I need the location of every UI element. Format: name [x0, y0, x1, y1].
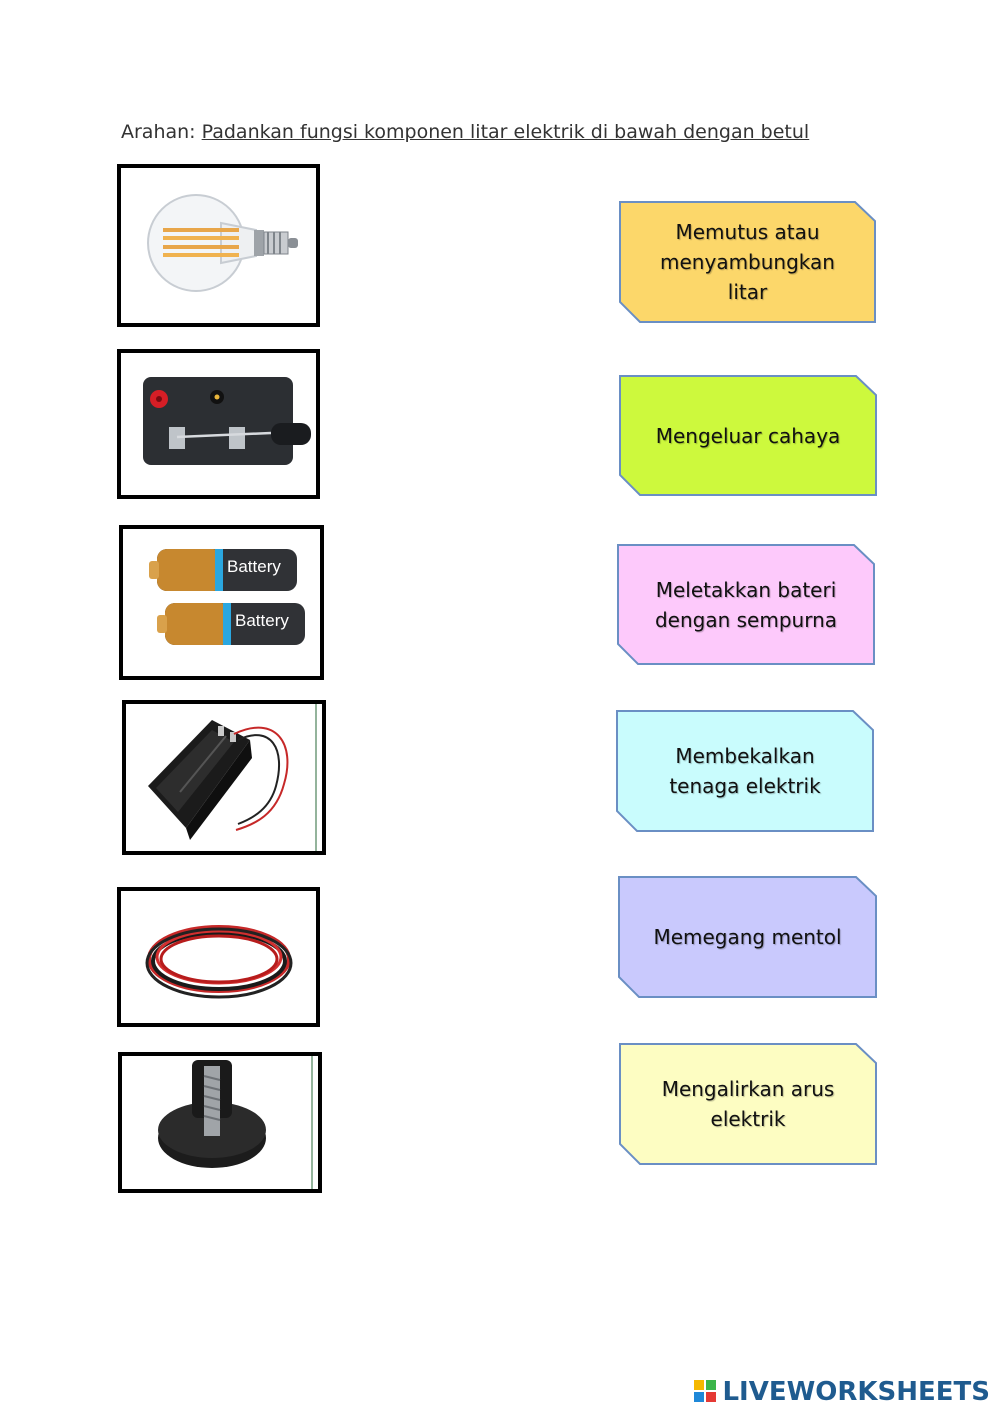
answer-card-text: Mengeluar cahaya	[655, 423, 841, 448]
image-light-bulb[interactable]	[117, 164, 320, 327]
answer-card-text: Memegang mentol	[653, 925, 842, 949]
card-shape	[619, 375, 877, 496]
answer-card-text: Mengalirkan arus elektrik	[661, 1077, 835, 1131]
image-batteries[interactable]: Battery Battery	[119, 525, 324, 680]
battery-label-2: Battery	[235, 611, 289, 630]
brand-name: LIVEWORKSHEETS	[722, 1377, 990, 1407]
card-shape	[619, 1043, 877, 1165]
answer-card-text: Meletakkan bateri dengan sempurna	[654, 577, 838, 632]
light-bulb-icon	[147, 194, 298, 292]
switch-icon	[143, 377, 311, 465]
answer-card-1[interactable]: Memutus atau menyambungkan litar	[619, 201, 876, 323]
instruction-prefix: Arahan:	[121, 121, 202, 143]
brand-mark-icon	[694, 1380, 718, 1404]
instruction: Arahan: Padankan fungsi komponen litar e…	[121, 121, 809, 143]
answer-card-text: Membekalkan tenaga elektrik	[669, 744, 821, 798]
instruction-task: Padankan fungsi komponen litar elektrik …	[201, 121, 810, 143]
answer-card-6[interactable]: Mengalirkan arus elektrik	[619, 1043, 877, 1165]
brand-logo: LIVEWORKSHEETS	[694, 1377, 990, 1407]
card-shape	[618, 876, 877, 998]
image-bulb-holder[interactable]	[118, 1052, 322, 1193]
image-battery-holder[interactable]	[122, 700, 326, 855]
image-wire[interactable]	[117, 887, 320, 1027]
card-shape	[619, 201, 876, 323]
wire-coil-icon	[145, 925, 293, 999]
card-shape	[617, 544, 875, 665]
image-switch[interactable]	[117, 349, 320, 499]
battery-holder-icon	[148, 704, 317, 851]
battery-icon	[149, 549, 305, 645]
card-shape	[616, 710, 874, 832]
answer-card-text: Memutus atau menyambungkan litar	[660, 220, 835, 304]
battery-label-1: Battery	[227, 557, 281, 576]
answer-card-5[interactable]: Memegang mentol	[618, 876, 877, 998]
answer-card-3[interactable]: Meletakkan bateri dengan sempurna	[617, 544, 875, 665]
bulb-holder-icon	[158, 1056, 313, 1189]
answer-card-4[interactable]: Membekalkan tenaga elektrik	[616, 710, 874, 832]
answer-card-2[interactable]: Mengeluar cahaya	[619, 375, 877, 496]
